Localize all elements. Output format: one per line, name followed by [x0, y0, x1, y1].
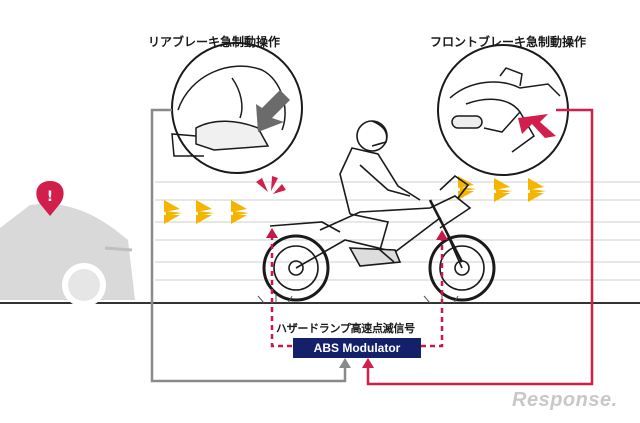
front-signal-blinks	[458, 176, 546, 202]
car-silhouette	[0, 204, 135, 307]
rear-signal-blinks	[164, 200, 249, 224]
hazard-signal-caption: ハザードランプ高速点滅信号	[276, 320, 415, 336]
response-watermark: Response.	[512, 389, 618, 412]
rear-brake-detail	[172, 43, 302, 173]
front-line-arrowhead	[362, 358, 374, 368]
abs-modulator-box: ABS Modulator	[293, 338, 421, 358]
speed-lines	[155, 182, 640, 280]
hazard-arrowhead-rear	[266, 228, 278, 238]
rear-brake-caption: リアブレーキ急制動操作	[148, 33, 280, 50]
abs-modulator-label: ABS Modulator	[314, 341, 401, 355]
front-brake-detail	[438, 45, 568, 175]
rear-line-arrowhead	[339, 358, 351, 368]
front-brake-caption: フロントブレーキ急制動操作	[430, 33, 586, 50]
alert-symbol: !	[47, 189, 53, 205]
hazard-signal-icon	[256, 176, 286, 194]
